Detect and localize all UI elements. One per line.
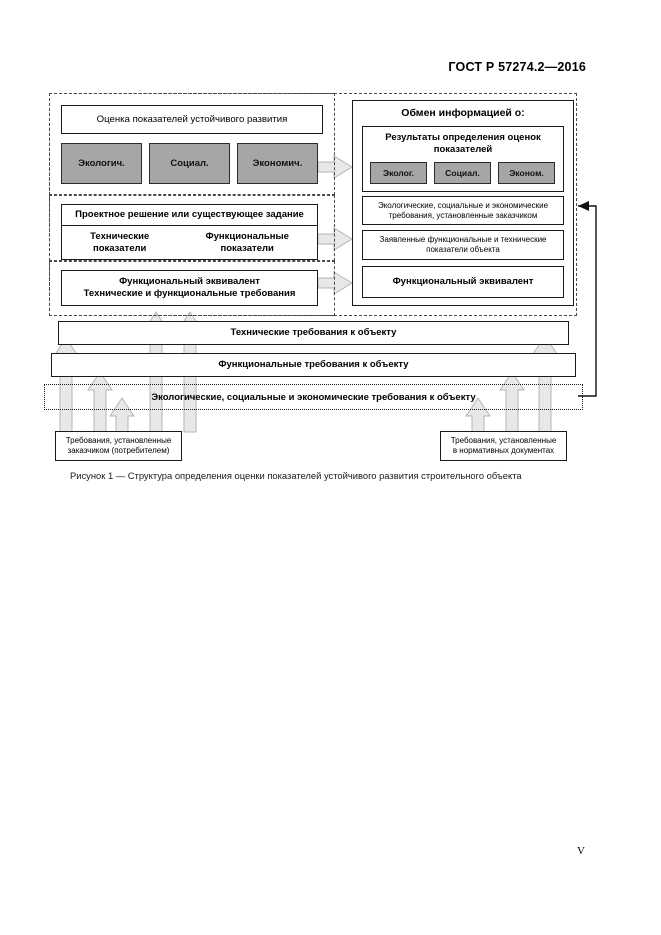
requirement-bar-eco: Экологические, социальные и экономически…: [44, 384, 583, 410]
upper-diagram-frame: [49, 93, 577, 316]
design-title-box: Проектное решение или существующее задан…: [61, 204, 318, 226]
results-block-line2: показателей: [433, 144, 493, 156]
chip-ecolog-short: Эколог.: [370, 162, 427, 184]
declared-indicators-line2: показатели объекта: [426, 245, 500, 254]
figure-1: Оценка показателей устойчивого развития …: [44, 93, 597, 481]
chip-economic: Экономич.: [237, 143, 318, 184]
chip-economic-label: Экономич.: [252, 158, 303, 169]
chip-social-short-label: Социал.: [445, 168, 480, 178]
requirement-bar-technical-label: Технические требования к объекту: [230, 327, 397, 339]
chip-social: Социал.: [149, 143, 230, 184]
results-block-line1: Результаты определения оценок: [385, 132, 541, 143]
declared-indicators-line1: Заявленные функциональные и технические: [379, 235, 547, 244]
design-column-functional-line1: Функциональные: [205, 230, 289, 242]
right-panel-title-text: Обмен информацией о:: [401, 107, 525, 119]
figure-caption: Рисунок 1 — Структура определения оценки…: [70, 470, 522, 481]
declared-indicators-box: Заявленные функциональные и технические …: [362, 230, 564, 260]
requirement-bar-functional: Функциональные требования к объекту: [51, 353, 576, 377]
left-functional-equivalent-box: Функциональный эквивалент Технические и …: [61, 270, 318, 306]
chip-ecological: Экологич.: [61, 143, 142, 184]
chip-econom-short: Эконом.: [498, 162, 555, 184]
right-panel-title: Обмен информацией о:: [352, 107, 574, 119]
assessment-title-text: Оценка показателей устойчивого развития: [96, 113, 288, 125]
right-functional-equivalent-box: Функциональный эквивалент: [362, 266, 564, 298]
design-column-functional: Функциональные показатели: [205, 231, 288, 255]
left-functional-equivalent-line2: Технические и функциональные требования: [83, 288, 296, 299]
chip-ecolog-short-label: Эколог.: [382, 168, 415, 178]
design-column-technical-line2: показатели: [92, 242, 147, 254]
design-columns-box: Технические показатели Функциональные по…: [61, 226, 318, 260]
source-box-customer-line1: Требования, установленные: [65, 436, 172, 445]
requirement-bar-functional-label: Функциональные требования к объекту: [218, 359, 409, 371]
assessment-title-box: Оценка показателей устойчивого развития: [61, 105, 323, 134]
chip-ecological-label: Экологич.: [78, 158, 125, 169]
source-box-customer-line2: заказчиком (потребителем): [67, 446, 170, 455]
design-column-functional-line2: показатели: [220, 242, 274, 254]
design-column-technical-line1: Технические: [90, 230, 150, 242]
feedback-arrowhead: [578, 201, 589, 211]
chip-econom-short-label: Эконом.: [509, 168, 544, 178]
standard-header: ГОСТ Р 57274.2—2016: [448, 60, 586, 74]
customer-requirements-line1: Экологические, социальные и экономически…: [377, 200, 549, 210]
source-box-customer: Требования, установленные заказчиком (по…: [55, 431, 182, 461]
source-box-normative-line1: Требования, установленные: [450, 436, 557, 445]
requirement-bar-eco-frame: [44, 384, 583, 410]
design-title-text: Проектное решение или существующее задан…: [75, 209, 304, 221]
left-functional-equivalent-line1: Функциональный эквивалент: [119, 276, 260, 288]
right-functional-equivalent-text: Функциональный эквивалент: [392, 276, 534, 288]
chip-social-label: Социал.: [170, 158, 209, 169]
requirement-bar-technical: Технические требования к объекту: [58, 321, 569, 345]
page-number: V: [577, 845, 585, 857]
chip-social-short: Социал.: [434, 162, 491, 184]
source-box-normative-line2: в нормативных документах: [452, 446, 555, 455]
source-box-normative: Требования, установленные в нормативных …: [440, 431, 567, 461]
requirement-bar-eco-label: Экологические, социальные и экономически…: [151, 391, 476, 403]
customer-requirements-box: Экологические, социальные и экономически…: [362, 196, 564, 225]
design-column-technical: Технические показатели: [90, 231, 149, 255]
customer-requirements-line2: требования, установленные заказчиком: [388, 210, 538, 220]
feedback-connector: [578, 205, 597, 397]
